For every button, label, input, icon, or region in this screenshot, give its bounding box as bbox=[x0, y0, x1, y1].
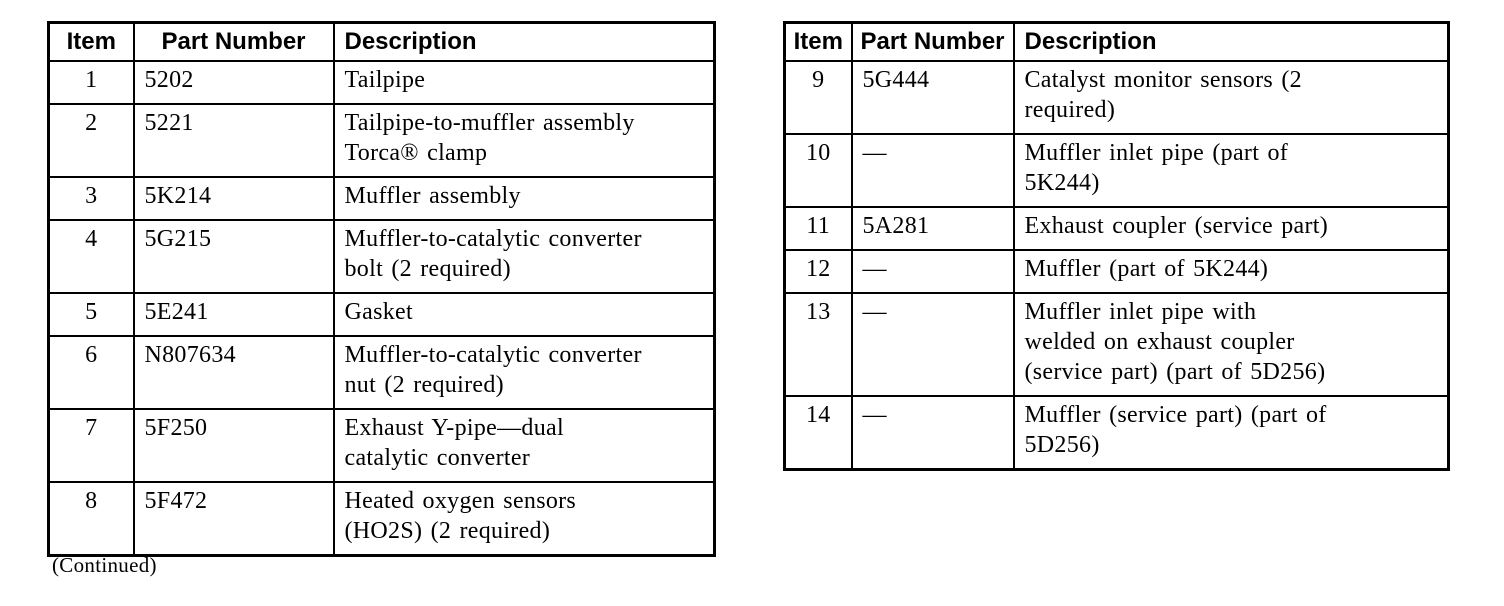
description-cell: Muffler-to-catalytic converter nut (2 re… bbox=[332, 335, 716, 410]
description-cell: Muffler inlet pipe (part of 5K244) bbox=[1012, 133, 1450, 208]
table-row: 14 — Muffler (service part) (part of 5D2… bbox=[783, 395, 1450, 471]
part-number-cell: 5F472 bbox=[132, 481, 335, 557]
part-number-cell: — bbox=[850, 133, 1015, 208]
description-cell: Muffler inlet pipe with welded on exhaus… bbox=[1012, 292, 1450, 397]
table-row: 13 — Muffler inlet pipe with welded on e… bbox=[783, 292, 1450, 397]
part-number-cell: 5G444 bbox=[850, 60, 1015, 135]
item-cell: 10 bbox=[783, 133, 853, 208]
item-cell: 12 bbox=[783, 249, 853, 294]
part-number-cell: 5F250 bbox=[132, 408, 335, 483]
parts-table-right: Item Part Number Description 9 5G444 Cat… bbox=[783, 21, 1450, 471]
item-cell: 9 bbox=[783, 60, 853, 135]
item-cell: 4 bbox=[47, 219, 135, 294]
parts-table-left: Item Part Number Description 1 5202 Tail… bbox=[47, 21, 716, 557]
table-row: 5 5E241 Gasket bbox=[47, 292, 716, 337]
item-cell: 7 bbox=[47, 408, 135, 483]
column-header-item: Item bbox=[783, 21, 853, 62]
item-cell: 8 bbox=[47, 481, 135, 557]
table-row: 12 — Muffler (part of 5K244) bbox=[783, 249, 1450, 294]
part-number-cell: 5202 bbox=[132, 60, 335, 105]
description-cell: Exhaust Y-pipe—dual catalytic converter bbox=[332, 408, 716, 483]
item-cell: 11 bbox=[783, 206, 853, 251]
description-cell: Muffler (part of 5K244) bbox=[1012, 249, 1450, 294]
part-number-cell: 5221 bbox=[132, 103, 335, 178]
item-cell: 6 bbox=[47, 335, 135, 410]
table-row: 8 5F472 Heated oxygen sensors (HO2S) (2 … bbox=[47, 481, 716, 557]
table-row: 6 N807634 Muffler-to-catalytic converter… bbox=[47, 335, 716, 410]
description-cell: Muffler-to-catalytic converter bolt (2 r… bbox=[332, 219, 716, 294]
part-number-cell: 5K214 bbox=[132, 176, 335, 221]
table-row: 11 5A281 Exhaust coupler (service part) bbox=[783, 206, 1450, 251]
item-cell: 5 bbox=[47, 292, 135, 337]
description-cell: Tailpipe bbox=[332, 60, 716, 105]
description-cell: Muffler assembly bbox=[332, 176, 716, 221]
table-row: 3 5K214 Muffler assembly bbox=[47, 176, 716, 221]
column-header-part-number: Part Number bbox=[132, 21, 335, 62]
table-row: 4 5G215 Muffler-to-catalytic converter b… bbox=[47, 219, 716, 294]
part-number-cell: — bbox=[850, 292, 1015, 397]
table-row: 2 5221 Tailpipe-to-muffler assembly Torc… bbox=[47, 103, 716, 178]
part-number-cell: 5A281 bbox=[850, 206, 1015, 251]
table-header-row: Item Part Number Description bbox=[783, 21, 1450, 62]
table-row: 9 5G444 Catalyst monitor sensors (2 requ… bbox=[783, 60, 1450, 135]
column-header-item: Item bbox=[47, 21, 135, 62]
item-cell: 2 bbox=[47, 103, 135, 178]
part-number-cell: — bbox=[850, 395, 1015, 471]
item-cell: 14 bbox=[783, 395, 853, 471]
description-cell: Gasket bbox=[332, 292, 716, 337]
description-cell: Muffler (service part) (part of 5D256) bbox=[1012, 395, 1450, 471]
item-cell: 3 bbox=[47, 176, 135, 221]
continued-note: (Continued) bbox=[52, 553, 157, 577]
table-header-row: Item Part Number Description bbox=[47, 21, 716, 62]
column-header-description: Description bbox=[1012, 21, 1450, 62]
part-number-cell: 5G215 bbox=[132, 219, 335, 294]
part-number-cell: N807634 bbox=[132, 335, 335, 410]
item-cell: 13 bbox=[783, 292, 853, 397]
table-row: 7 5F250 Exhaust Y-pipe—dual catalytic co… bbox=[47, 408, 716, 483]
description-cell: Tailpipe-to-muffler assembly Torca® clam… bbox=[332, 103, 716, 178]
part-number-cell: 5E241 bbox=[132, 292, 335, 337]
description-cell: Heated oxygen sensors (HO2S) (2 required… bbox=[332, 481, 716, 557]
description-cell: Catalyst monitor sensors (2 required) bbox=[1012, 60, 1450, 135]
part-number-cell: — bbox=[850, 249, 1015, 294]
description-cell: Exhaust coupler (service part) bbox=[1012, 206, 1450, 251]
column-header-part-number: Part Number bbox=[850, 21, 1015, 62]
item-cell: 1 bbox=[47, 60, 135, 105]
column-header-description: Description bbox=[332, 21, 716, 62]
table-row: 1 5202 Tailpipe bbox=[47, 60, 716, 105]
table-row: 10 — Muffler inlet pipe (part of 5K244) bbox=[783, 133, 1450, 208]
